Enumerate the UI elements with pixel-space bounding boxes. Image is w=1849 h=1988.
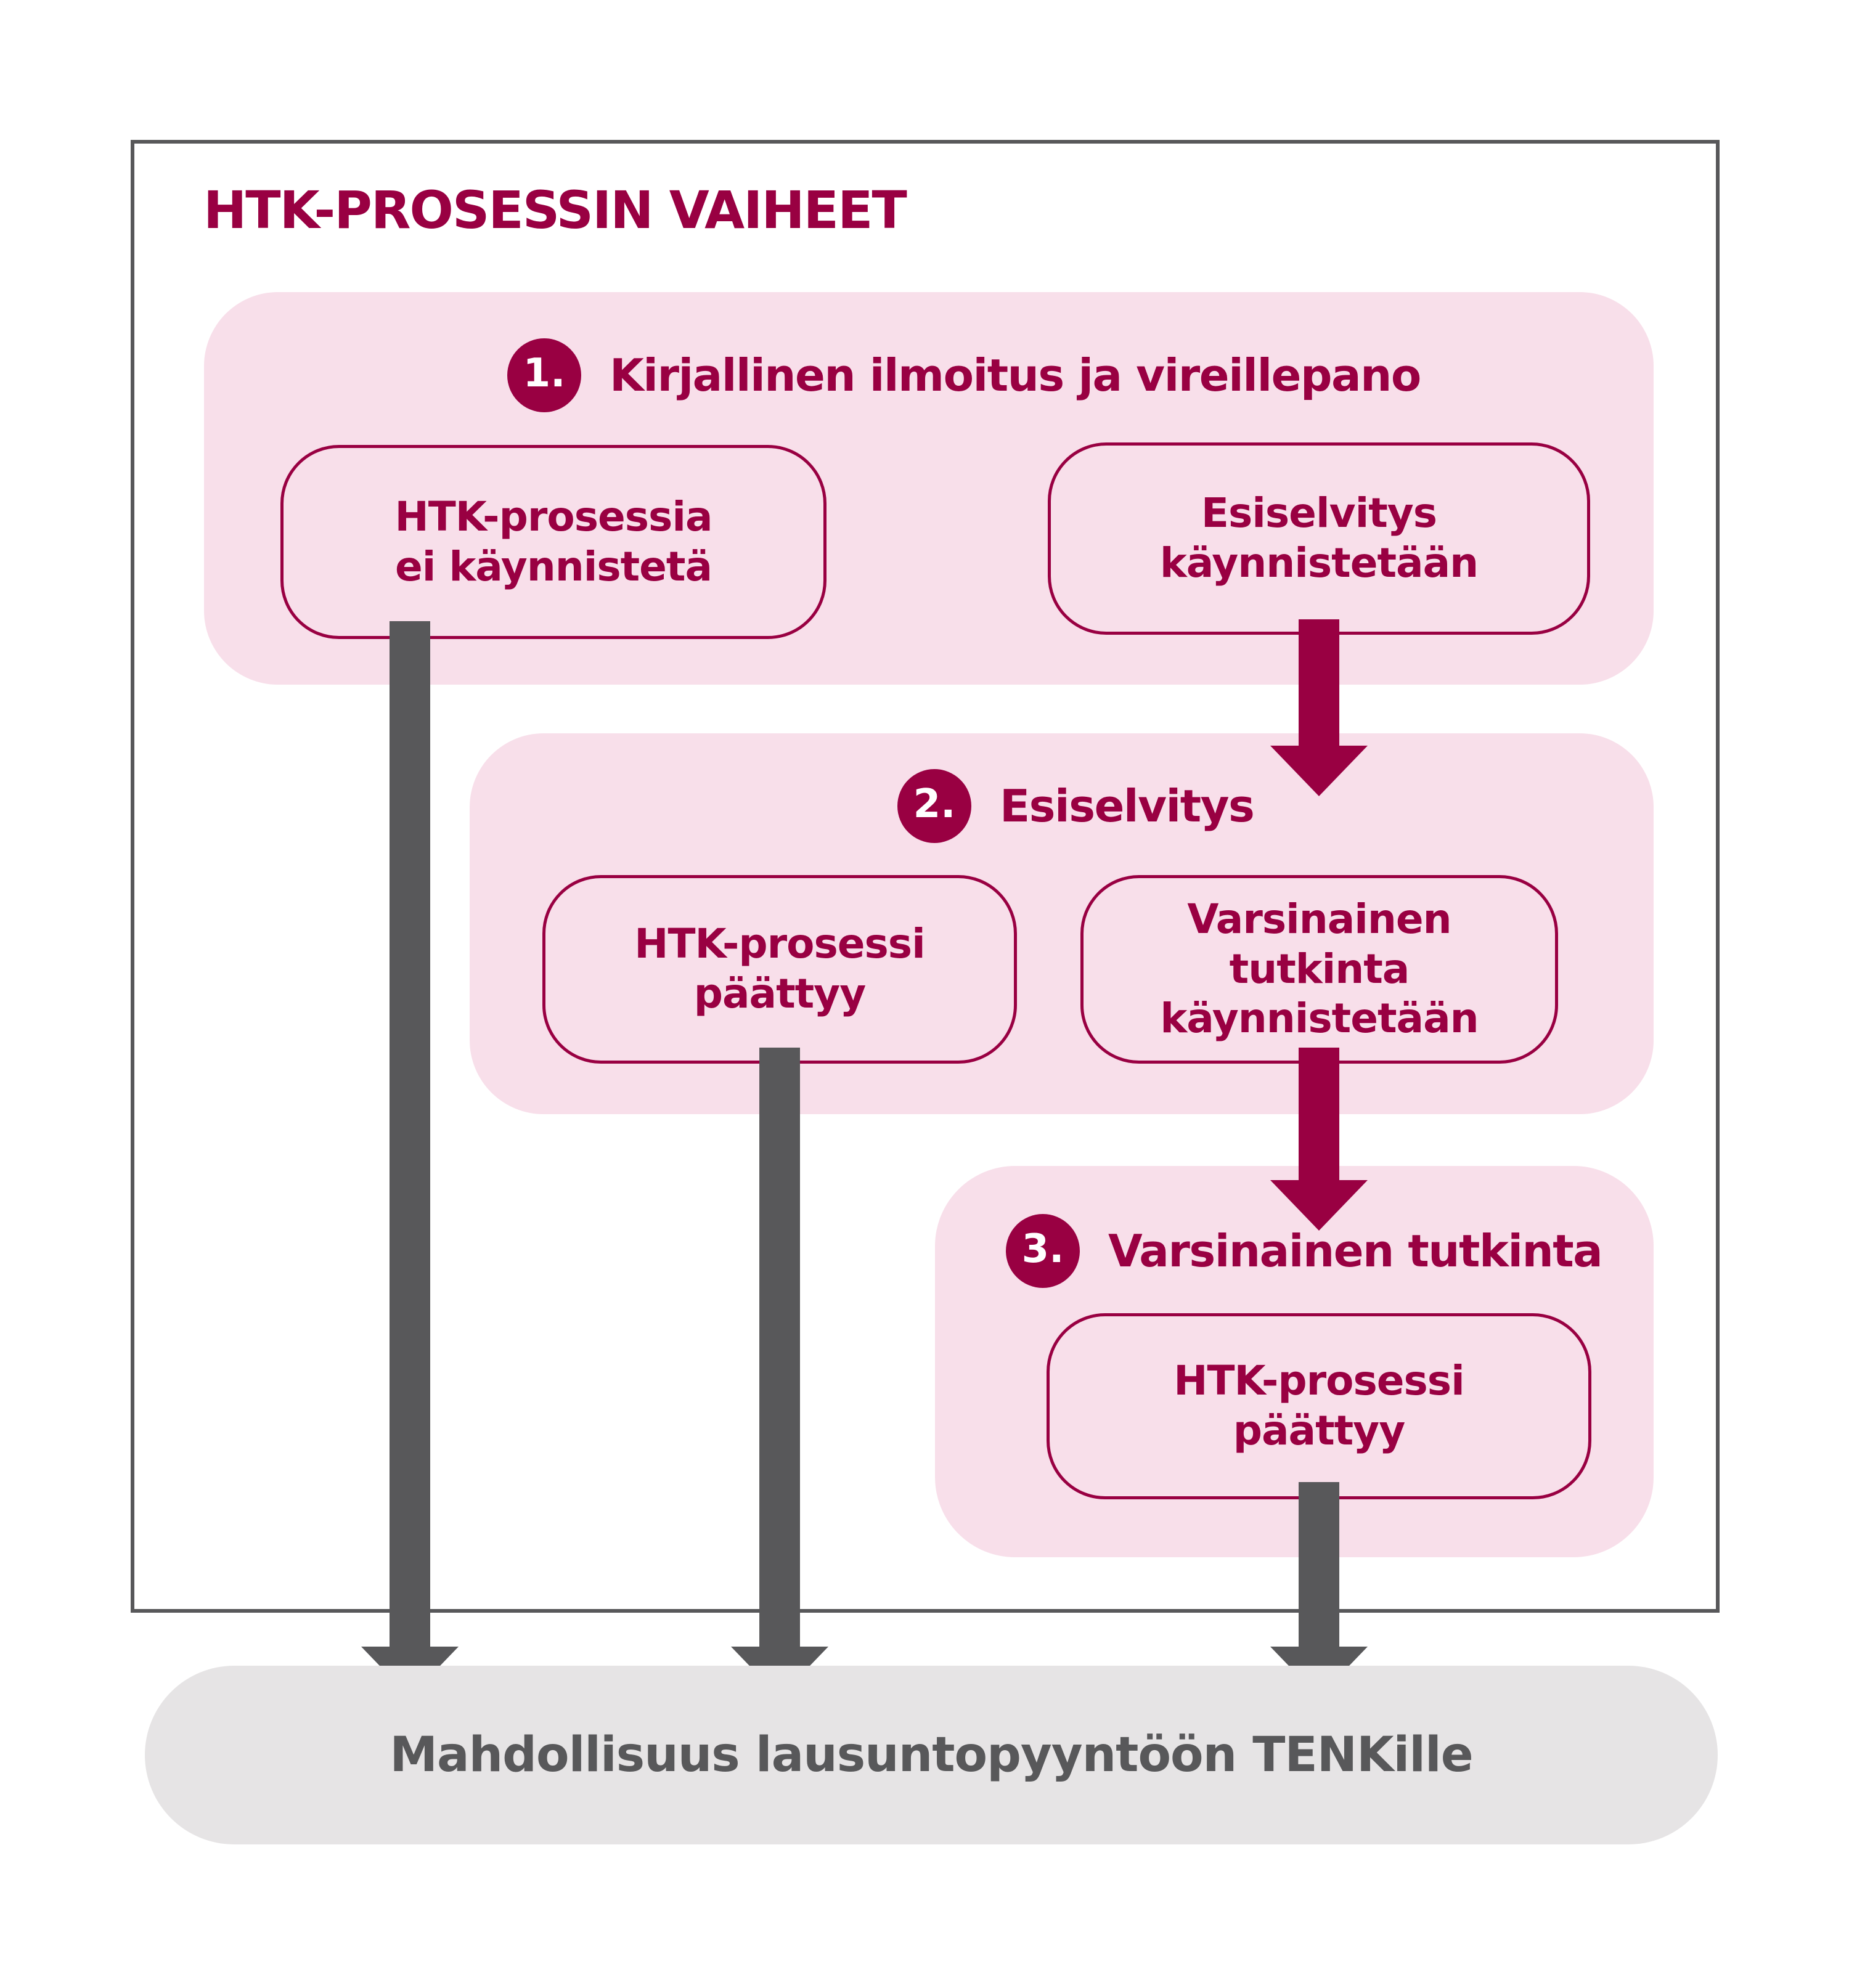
box-text-line: tutkinta <box>1229 945 1410 993</box>
diagram-title: HTK-PROSESSIN VAIHEET <box>203 180 907 240</box>
phase-2-box-process-ends: HTK-prosessi päättyy <box>542 875 1017 1064</box>
phase-1-number-badge: 1. <box>507 338 581 412</box>
box-text-line: käynnistetään <box>1159 539 1479 587</box>
phase-2-header: 2. Esiselvitys <box>897 769 1255 843</box>
phase-3-box-process-ends: HTK-prosessi päättyy <box>1047 1313 1591 1499</box>
box-text-line: Esiselvitys <box>1201 489 1437 537</box>
phase-2-number-badge: 2. <box>897 769 971 843</box>
phase-3-header: 3. Varsinainen tutkinta <box>1006 1214 1603 1288</box>
phase-3-label: Varsinainen tutkinta <box>1108 1225 1603 1277</box>
box-text-line: Varsinainen <box>1187 895 1451 943</box>
box-text-line: HTK-prosessi <box>1173 1357 1464 1405</box>
box-text-line: päättyy <box>693 970 866 1017</box>
phase-1-panel <box>204 292 1654 685</box>
outcome-label: Mahdollisuus lausuntopyyntöön TENKille <box>390 1727 1473 1783</box>
box-text-line: HTK-prosessia <box>394 492 713 540</box>
phase-1-box-process-not-started: HTK-prosessia ei käynnistetä <box>280 445 827 639</box>
phase-2-box-actual-investigation-started: Varsinainen tutkinta käynnistetään <box>1080 875 1558 1064</box>
box-text-line: HTK-prosessi <box>634 920 925 968</box>
phase-2-label: Esiselvitys <box>1000 780 1255 832</box>
outcome-bar: Mahdollisuus lausuntopyyntöön TENKille <box>145 1666 1718 1844</box>
phase-1-label: Kirjallinen ilmoitus ja vireillepano <box>610 349 1421 401</box>
box-text-line: päättyy <box>1233 1407 1405 1454</box>
phase-2-panel <box>470 733 1654 1114</box>
phase-1-box-preliminary-inquiry-started: Esiselvitys käynnistetään <box>1048 442 1590 635</box>
phase-1-header: 1. Kirjallinen ilmoitus ja vireillepano <box>507 338 1421 412</box>
box-text-line: ei käynnistetä <box>394 542 712 590</box>
phase-3-number-badge: 3. <box>1006 1214 1080 1288</box>
box-text-line: käynnistetään <box>1160 995 1479 1043</box>
